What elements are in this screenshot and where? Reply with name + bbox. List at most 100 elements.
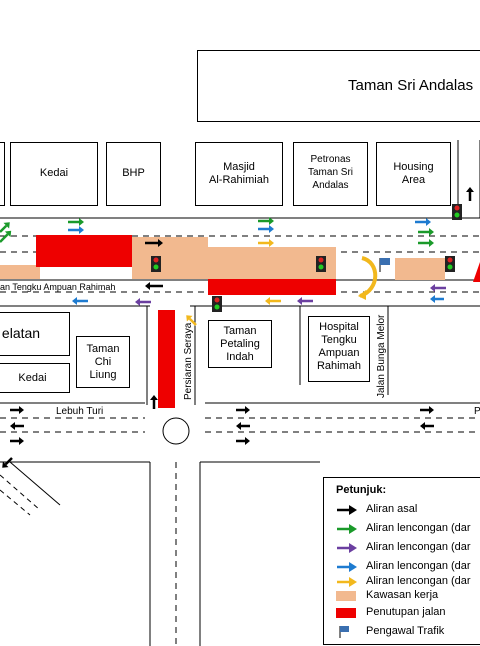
building-masjid: Masjid Al-Rahimiah	[195, 142, 283, 206]
traffic-light-icon	[316, 256, 326, 272]
legend-title: Petunjuk:	[336, 484, 387, 496]
flow-arrow-icon	[420, 406, 434, 414]
flow-arrow-icon	[258, 239, 274, 247]
flow-arrow-icon	[297, 297, 313, 305]
legend-label: Pengawal Trafik	[366, 625, 445, 637]
place-label: BHP	[122, 167, 145, 179]
place-label: Taman Sri Andalas	[348, 77, 474, 94]
building-petronas: Petronas Taman Sri Andalas	[293, 142, 368, 206]
flow-arrow-icon	[0, 230, 12, 243]
legend-arrow-icon	[337, 543, 357, 553]
building-edge	[0, 142, 5, 206]
legend-label: Aliran lencongan (dar	[366, 560, 471, 572]
place-label: Taman Chi Liung	[86, 343, 120, 381]
road-closures	[36, 235, 336, 408]
building-taman-petaling: Taman Petaling Indah	[208, 320, 272, 368]
building-taman-sri-andalas: Taman Sri Andalas	[197, 50, 480, 122]
u-turn-arrowhead	[358, 290, 366, 300]
flow-arrow-icon	[150, 395, 158, 409]
warning-sign-icon	[473, 262, 480, 282]
flow-arrow-icon	[10, 422, 24, 430]
place-label: Hospital Tengku Ampuan Rahimah	[316, 321, 362, 372]
place-label: Kedai	[39, 167, 69, 179]
flow-arrow-icon	[236, 406, 250, 414]
legend-item: Aliran lencongan (dar	[324, 559, 480, 575]
legend-label: Penutupan jalan	[366, 606, 446, 618]
legend-item: Aliran lencongan (dar	[324, 521, 480, 537]
flow-arrows	[0, 187, 474, 468]
roundabout	[162, 417, 190, 445]
flow-arrow-icon	[265, 297, 281, 305]
traffic-light-icon	[445, 256, 455, 272]
flow-arrow-icon	[135, 298, 151, 306]
traffic-lights	[151, 204, 462, 312]
legend-item: Pengawal Trafik	[324, 624, 480, 640]
place-label: Housing Area	[393, 161, 434, 186]
flow-arrow-icon	[258, 225, 274, 233]
legend-label: Aliran lencongan (dar	[366, 522, 471, 534]
building-hospital: Hospital Tengku Ampuan Rahimah	[308, 316, 370, 382]
legend-label: Aliran asal	[366, 503, 418, 515]
legend-item: Kawasan kerja	[324, 588, 480, 604]
work-zones	[0, 237, 445, 280]
side-roads	[0, 140, 480, 646]
flow-arrow-icon	[68, 218, 84, 226]
flow-arrow-icon	[236, 437, 250, 445]
road-name-jalan-bunga-melor: Jalan Bunga Melor	[376, 314, 387, 398]
u-turn-arrow	[359, 256, 378, 298]
flow-arrow-icon	[258, 217, 274, 225]
road-name-jalan-tengku: an Tengku Ampuan Rahimah	[0, 282, 116, 292]
flow-arrow-icon	[420, 422, 434, 430]
legend-area-swatch	[336, 591, 356, 601]
traffic-light-icon	[151, 256, 161, 272]
legend-flag-icon	[339, 626, 349, 638]
legend-arrow-icon	[337, 505, 357, 515]
traffic-light-icon	[452, 204, 462, 220]
flow-arrow-icon	[10, 406, 24, 414]
legend-item: Penutupan jalan	[324, 605, 480, 621]
building-selatan: elatan	[0, 312, 70, 356]
legend-label: Aliran lencongan (dar	[366, 541, 471, 553]
flow-arrow-icon	[2, 457, 13, 468]
building-taman-chi-liung: Taman Chi Liung	[76, 336, 130, 388]
legend-item: Aliran asal	[324, 502, 480, 518]
legend-label: Kawasan kerja	[366, 589, 439, 601]
legend-arrow-icon	[337, 562, 357, 572]
road-name-persiaran-seraya: Persiaran Seraya	[183, 322, 194, 400]
building-housing: Housing Area	[376, 142, 451, 206]
legend-arrow-icon	[337, 577, 357, 587]
place-label: Masjid Al-Rahimiah	[209, 161, 269, 186]
legend-item: Aliran lencongan (dar	[324, 540, 480, 556]
traffic-light-icon	[212, 296, 222, 312]
legend-arrow-icon	[337, 524, 357, 534]
legend-label: Aliran lencongan (dar	[366, 575, 471, 587]
flow-arrow-icon	[145, 282, 163, 290]
flow-arrow-icon	[236, 422, 250, 430]
place-label: elatan	[1, 325, 41, 341]
flow-arrow-icon	[466, 187, 474, 201]
road-name-p: P	[474, 406, 480, 417]
flow-arrow-icon	[430, 284, 446, 292]
flow-arrow-icon	[418, 228, 434, 236]
legend-item: Aliran lencongan (dar	[324, 574, 480, 590]
flow-arrow-icon	[430, 295, 444, 303]
flow-arrow-icon	[415, 218, 431, 226]
legend-area-swatch	[336, 608, 356, 618]
flow-arrow-icon	[186, 315, 197, 326]
flow-arrow-icon	[418, 239, 434, 247]
flow-arrow-icon	[145, 239, 163, 247]
road-name-lebuh-turi: Lebuh Turi	[56, 406, 104, 417]
flow-arrow-icon	[72, 297, 88, 305]
flow-arrow-icon	[10, 437, 24, 445]
flow-arrow-icon	[68, 226, 84, 234]
building-kedai-top: Kedai	[10, 142, 98, 206]
building-bhp: BHP	[106, 142, 161, 206]
building-kedai-left: Kedai	[0, 363, 70, 393]
place-label: Taman Petaling Indah	[220, 325, 260, 363]
traffic-controller-flag-icon	[379, 258, 390, 272]
flow-arrow-icon	[0, 222, 10, 233]
place-label: Petronas Taman Sri Andalas	[307, 154, 353, 191]
place-label: Kedai	[18, 372, 47, 384]
